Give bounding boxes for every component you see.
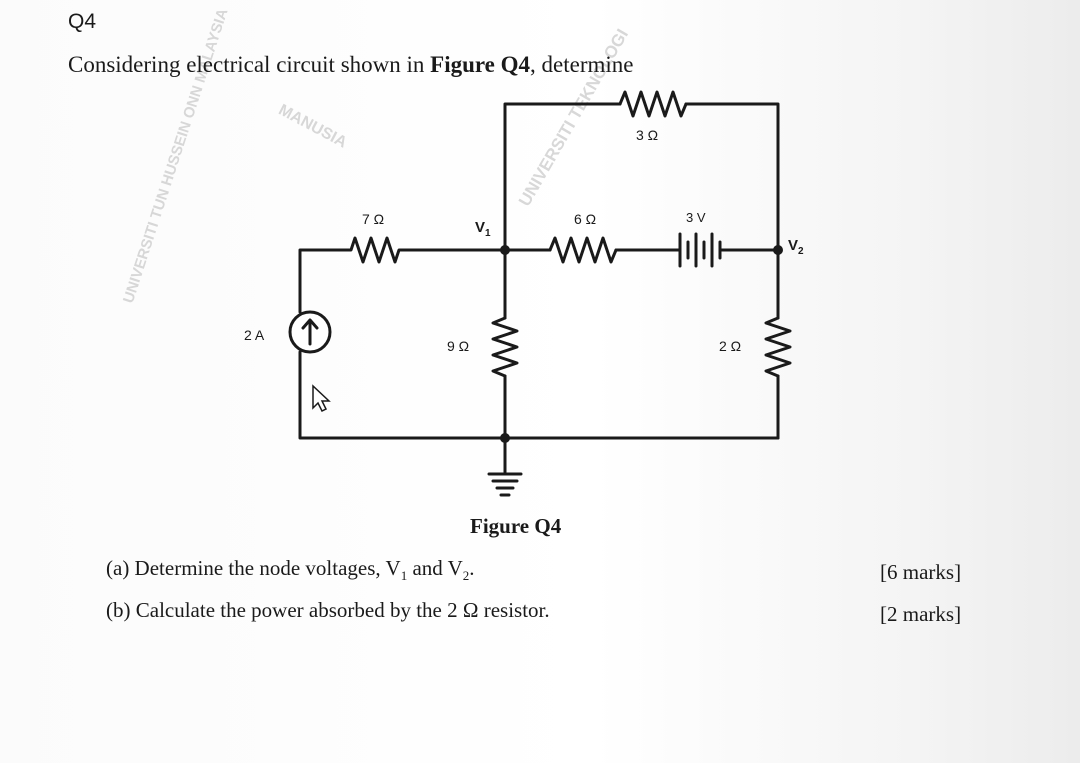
- label-node-v1: V1: [475, 219, 491, 239]
- resistor-3-ohm: [618, 90, 688, 118]
- node-v1-subscript: 1: [485, 228, 491, 239]
- part-a-sub1: 1: [400, 568, 408, 584]
- question-prompt: Considering electrical circuit shown in …: [68, 52, 634, 78]
- part-a-text-end: .: [469, 556, 475, 580]
- resistor-9-ohm: [491, 316, 519, 378]
- mouse-cursor-icon: [312, 384, 331, 413]
- node-dot-v1: [500, 245, 510, 255]
- resistor-7-ohm: [338, 236, 422, 264]
- node-v2-letter: V: [788, 237, 798, 254]
- label-r9: 9 Ω: [447, 338, 469, 354]
- part-a-sub2: 2: [462, 568, 470, 584]
- label-node-v2: V2: [788, 237, 804, 257]
- prompt-text-after: , determine: [530, 52, 634, 77]
- part-a-marks: [6 marks]: [880, 560, 962, 584]
- question-part-a: (a) Determine the node voltages, V1 and …: [106, 556, 475, 584]
- node-v2-subscript: 2: [798, 246, 804, 257]
- question-part-b: (b) Calculate the power absorbed by the …: [106, 598, 550, 622]
- node-v1-letter: V: [475, 219, 485, 236]
- figure-caption: Figure Q4: [470, 514, 562, 538]
- node-dot-v2: [773, 245, 783, 255]
- part-b-marks: [2 marks]: [880, 602, 962, 626]
- label-r3: 3 Ω: [636, 127, 658, 143]
- question-number: Q4: [68, 10, 97, 33]
- node-dot-ground: [500, 433, 510, 443]
- wire-left-bottom: [298, 350, 780, 440]
- label-source-current: 2 A: [244, 327, 265, 343]
- wire-top-right: [684, 102, 780, 252]
- label-r7: 7 Ω: [362, 211, 384, 227]
- part-a-text-before: (a) Determine the node voltages, V: [106, 556, 401, 580]
- wire-v1-up: [503, 102, 622, 252]
- prompt-figure-ref: Figure Q4: [430, 52, 531, 77]
- resistor-2-ohm: [764, 316, 792, 378]
- part-a-text-mid: and V: [407, 556, 463, 580]
- label-source-voltage: 3 V: [686, 210, 706, 225]
- prompt-text-before: Considering electrical circuit shown in: [68, 52, 431, 77]
- current-arrow-head: [301, 318, 319, 330]
- label-r2: 2 Ω: [719, 338, 741, 354]
- resistor-6-ohm: [548, 236, 618, 264]
- label-r6: 6 Ω: [574, 211, 596, 227]
- wire-left-top: [298, 248, 342, 314]
